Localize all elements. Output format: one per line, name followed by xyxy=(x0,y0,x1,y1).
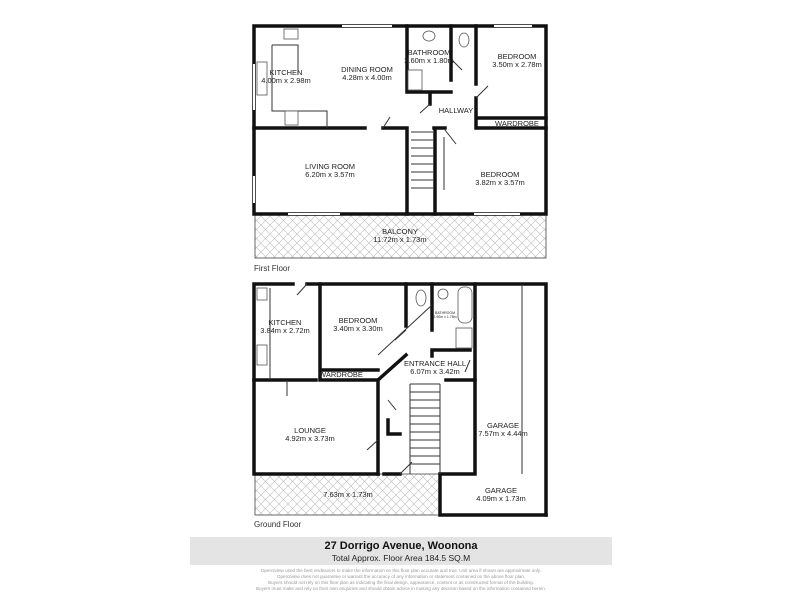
disclaimer-line: Buyers must make and rely on their own e… xyxy=(255,586,547,591)
basin-icon xyxy=(437,288,449,300)
balcony-area xyxy=(254,213,547,259)
svg-text:4.92m x 3.73m: 4.92m x 3.73m xyxy=(285,434,335,443)
svg-text:7.63m x 1.73m: 7.63m x 1.73m xyxy=(323,490,373,499)
svg-text:KITCHEN: KITCHEN xyxy=(269,318,302,327)
patio-area xyxy=(254,473,441,516)
svg-text:3.82m x 3.57m: 3.82m x 3.57m xyxy=(475,178,525,187)
stove-icon xyxy=(283,28,299,40)
first-floor-label: First Floor xyxy=(254,264,290,273)
stove-icon xyxy=(256,287,268,301)
svg-text:KITCHEN: KITCHEN xyxy=(270,68,303,77)
first-floor-stairs xyxy=(411,131,433,189)
svg-text:6.20m x 3.57m: 6.20m x 3.57m xyxy=(305,170,355,179)
basin-icon xyxy=(422,30,436,42)
svg-text:DINING ROOM: DINING ROOM xyxy=(341,65,393,74)
svg-text:4.28m x 4.00m: 4.28m x 4.00m xyxy=(342,73,392,82)
svg-text:LOUNGE: LOUNGE xyxy=(294,426,326,435)
disclaimer-line: Open2view does not guarantee or warrant … xyxy=(276,574,526,579)
svg-text:BALCONY: BALCONY xyxy=(382,227,418,236)
svg-text:BEDROOM: BEDROOM xyxy=(498,52,537,61)
svg-text:3.84m x 2.72m: 3.84m x 2.72m xyxy=(260,326,310,335)
svg-text:ENTRANCE HALL: ENTRANCE HALL xyxy=(404,359,466,368)
total-floor-area: Total Approx. Floor Area 184.5 SQ.M xyxy=(331,553,471,563)
room-label: WARDROBE xyxy=(319,370,363,379)
svg-text:3.40m x 3.30m: 3.40m x 3.30m xyxy=(333,324,383,333)
svg-text:BATHROOM: BATHROOM xyxy=(408,48,451,57)
svg-text:4.00m x 2.98m: 4.00m x 2.98m xyxy=(261,76,311,85)
room-label: WARDROBE xyxy=(495,119,539,128)
disclaimer-line: Open2view used the best endeavors to mak… xyxy=(260,568,542,573)
svg-text:7.57m x 4.44m: 7.57m x 4.44m xyxy=(478,429,528,438)
shower-icon xyxy=(455,327,473,349)
svg-text:6.07m x 3.42m: 6.07m x 3.42m xyxy=(410,367,460,376)
shower-icon xyxy=(407,69,423,91)
ground-floor-stairs xyxy=(409,383,441,474)
sink-icon xyxy=(256,344,268,366)
disclaimer-line: Buyers should not rely on this floor pla… xyxy=(268,580,534,585)
svg-text:11.72m x 1.73m: 11.72m x 1.73m xyxy=(373,235,426,244)
sink-icon xyxy=(256,61,268,96)
toilet-icon xyxy=(415,289,427,307)
ground-floor-label: Ground Floor xyxy=(254,520,301,529)
svg-text:BEDROOM: BEDROOM xyxy=(339,316,378,325)
svg-text:WARDROBE: WARDROBE xyxy=(319,370,363,379)
svg-text:LIVING ROOM: LIVING ROOM xyxy=(305,162,355,171)
room-label: 7.63m x 1.73m xyxy=(323,490,373,499)
svg-text:4.09m x 1.73m: 4.09m x 1.73m xyxy=(476,494,526,503)
svg-text:2.60m x 1.80m: 2.60m x 1.80m xyxy=(404,56,454,65)
svg-text:2.90m x 1.78m: 2.90m x 1.78m xyxy=(433,315,456,319)
footer-banner: 27 Dorrigo Avenue, Woonona Total Approx.… xyxy=(190,537,612,565)
svg-text:GARAGE: GARAGE xyxy=(487,421,519,430)
appliance-icon xyxy=(284,110,299,126)
svg-text:BEDROOM: BEDROOM xyxy=(481,170,520,179)
toilet-icon xyxy=(458,32,470,48)
svg-text:HALLWAY: HALLWAY xyxy=(439,106,473,115)
disclaimer: Open2view used the best endeavors to mak… xyxy=(190,568,612,592)
svg-text:3.50m x 2.78m: 3.50m x 2.78m xyxy=(492,60,542,69)
svg-text:WARDROBE: WARDROBE xyxy=(495,119,539,128)
svg-text:BATHROOM: BATHROOM xyxy=(435,311,455,315)
property-address: 27 Dorrigo Avenue, Woonona xyxy=(324,540,478,552)
svg-text:GARAGE: GARAGE xyxy=(485,486,517,495)
bathtub-icon xyxy=(457,286,473,324)
room-label: HALLWAY xyxy=(439,106,473,115)
